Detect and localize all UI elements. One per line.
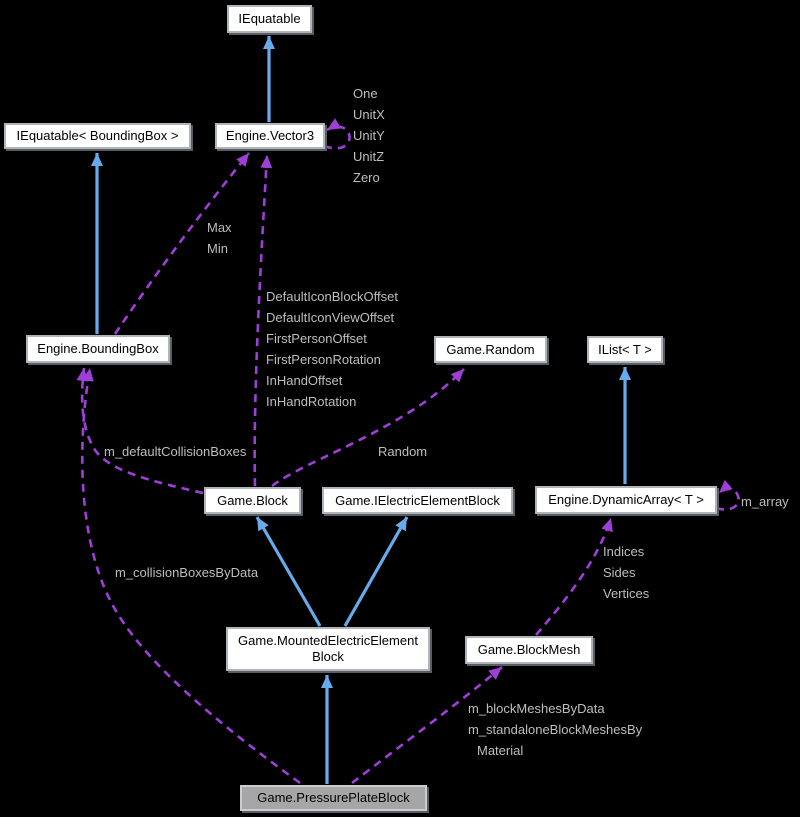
label-block-vector3-fields: DefaultIconBlockOffset DefaultIconViewOf… xyxy=(266,286,398,412)
label-unitx: UnitX xyxy=(353,107,385,122)
node-iequatable-boundingbox[interactable]: IEquatable< BoundingBox > xyxy=(4,123,191,149)
node-game-block[interactable]: Game.Block xyxy=(204,487,301,514)
edge-dynamicarray-self-loop xyxy=(715,479,740,511)
label-vertices: Vertices xyxy=(603,586,650,601)
label-indices: Indices xyxy=(603,544,645,559)
node-engine-boundingbox[interactable]: Engine.BoundingBox xyxy=(26,335,170,363)
edge-blockmesh-uses-dynamicarray xyxy=(535,517,613,636)
label-max: Max xyxy=(207,220,232,235)
label-vector3-self-fields: One UnitX UnitY UnitZ Zero xyxy=(353,83,385,188)
edge-mounted-inherits-ielectricelementblock xyxy=(343,516,409,627)
label-m-array: m_array xyxy=(741,494,789,509)
node-label-line: Game.MountedElectricElement xyxy=(238,633,418,648)
label-m-defaultcollisionboxes: m_defaultCollisionBoxes xyxy=(104,444,247,459)
node-label-line: Block xyxy=(312,649,344,664)
edge-block-uses-random xyxy=(271,368,465,488)
edge-boundingbox-uses-vector3 xyxy=(113,152,251,335)
label-max-min: Max Min xyxy=(207,217,232,259)
label-firstpersonoffset: FirstPersonOffset xyxy=(266,331,367,346)
node-iequatable[interactable]: IEquatable xyxy=(227,5,312,33)
edge-block-uses-boundingbox xyxy=(76,367,204,495)
label-unity: UnitY xyxy=(353,128,385,143)
label-firstpersonrotation: FirstPersonRotation xyxy=(266,352,381,367)
label-sides: Sides xyxy=(603,565,636,580)
label-zero: Zero xyxy=(353,170,380,185)
node-game-random[interactable]: Game.Random xyxy=(434,336,547,363)
node-engine-dynamicarray[interactable]: Engine.DynamicArray< T > xyxy=(535,486,717,514)
label-defaulticonviewoffset: DefaultIconViewOffset xyxy=(266,310,395,325)
node-engine-vector3[interactable]: Engine.Vector3 xyxy=(215,123,325,149)
label-material: Material xyxy=(477,743,524,758)
node-game-blockmesh[interactable]: Game.BlockMesh xyxy=(465,636,593,664)
label-one: One xyxy=(353,86,378,101)
label-defaulticonblockoffset: DefaultIconBlockOffset xyxy=(266,289,398,304)
node-game-ielectricelementblock[interactable]: Game.IElectricElementBlock xyxy=(322,487,513,514)
label-random: Random xyxy=(378,444,428,459)
edge-pressureplate-uses-blockmesh xyxy=(351,666,503,785)
edge-vector3-self-loop xyxy=(323,118,351,150)
label-m-collisionboxesbydata: m_collisionBoxesByData xyxy=(115,565,259,580)
label-min: Min xyxy=(207,241,228,256)
label-inhandrotation: InHandRotation xyxy=(266,394,357,409)
edge-mounted-inherits-block xyxy=(255,516,322,627)
edge-pressureplate-uses-boundingbox xyxy=(80,367,301,785)
node-game-pressureplateblock: Game.PressurePlateBlock xyxy=(240,785,427,811)
node-ilist[interactable]: IList< T > xyxy=(587,336,663,363)
label-inhandoffset: InHandOffset xyxy=(266,373,343,388)
label-m-blockmeshesbydata: m_blockMeshesByData xyxy=(468,701,605,716)
node-game-mountedelectricelementblock[interactable]: Game.MountedElectricElement Block xyxy=(226,627,430,671)
label-unitz: UnitZ xyxy=(353,149,385,164)
label-blockmeshes-fields: m_blockMeshesByData m_standaloneBlockMes… xyxy=(468,698,642,761)
label-m-standaloneblockmeshesby: m_standaloneBlockMeshesBy xyxy=(468,722,643,737)
label-blockmesh-fields: Indices Sides Vertices xyxy=(603,541,649,604)
